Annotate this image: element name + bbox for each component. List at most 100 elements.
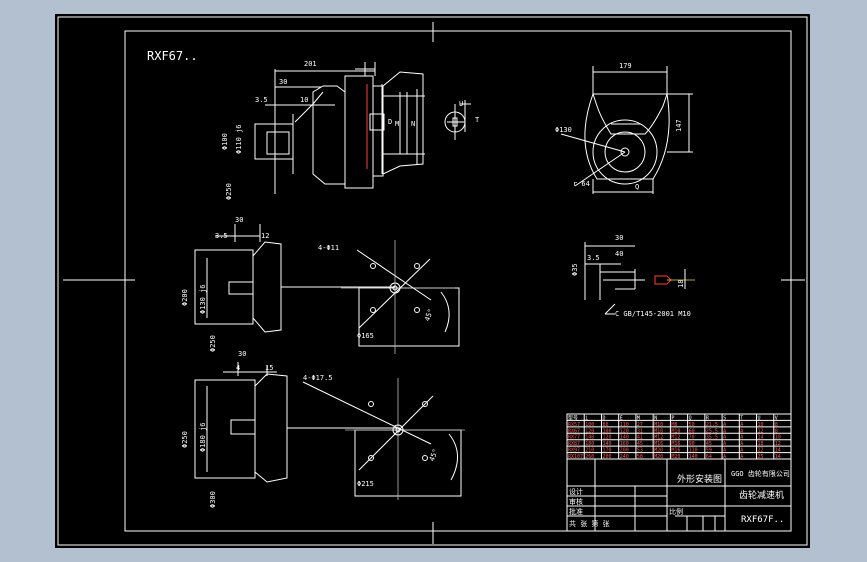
param-table-cell: 25.5 xyxy=(706,428,718,434)
dim-r64: r 64 xyxy=(573,180,590,188)
param-table-cell: M8 xyxy=(671,422,677,428)
param-table-cell: 140 xyxy=(602,441,611,447)
param-table-cell: 180 xyxy=(585,441,594,447)
company-name: GGO 齿轮有限公司 xyxy=(731,469,790,478)
param-table-cell: 100 xyxy=(585,422,594,428)
param-table-header-cell: i xyxy=(585,415,588,421)
flange-b-section: 30 4 15 Φ250 Φ180 j6 Φ300 xyxy=(181,350,400,508)
dim-201: 201 xyxy=(304,60,317,68)
param-table-cell: M10 xyxy=(671,428,680,434)
product-name: 齿轮减速机 xyxy=(739,489,784,501)
param-table-cell: 140 xyxy=(689,454,698,460)
param-table-header-cell: M xyxy=(637,415,640,421)
param-table-cell: 8 xyxy=(775,422,778,428)
param-table-cell: 22 xyxy=(758,448,764,454)
dim-m: M xyxy=(395,120,399,128)
param-table-cell: M16 xyxy=(671,441,680,447)
param-table-cell: 170 xyxy=(602,448,611,454)
param-table-cell: 12 xyxy=(775,441,781,447)
param-table-cell: 14 xyxy=(775,454,781,460)
param-table-cell: A xyxy=(740,422,743,428)
param-table-cell: M10 xyxy=(654,428,663,434)
flange-a-dim-3-5: 3.5 xyxy=(215,232,228,240)
param-table-cell: 260 xyxy=(585,454,594,460)
param-table-cell: 10 xyxy=(775,435,781,441)
param-table-cell: RX67 xyxy=(568,428,580,434)
dim-179: 179 xyxy=(619,62,632,70)
dim-t: T xyxy=(475,116,480,124)
param-table-cell: M10 xyxy=(654,422,663,428)
dim-d110: Φ110 j6 xyxy=(235,124,243,154)
shaft-dim-40: 40 xyxy=(615,250,623,258)
flange-b-dim-d250: Φ250 xyxy=(181,431,189,448)
inner-frame xyxy=(124,30,792,532)
dim-d100: Φ100 xyxy=(221,133,229,150)
checker-label: 审核 xyxy=(569,497,583,506)
shaft-detail: 30 40 3.5 Φ35 18 C GB/T145-2001 M10 xyxy=(571,234,695,318)
dim-d250: Φ250 xyxy=(225,183,233,200)
param-table-cell: A xyxy=(723,422,726,428)
param-table-cell: A xyxy=(740,435,743,441)
param-table-header-cell: N xyxy=(654,415,657,421)
param-table-cell: 14 xyxy=(775,448,781,454)
dim-30: 30 xyxy=(279,78,287,86)
param-table-cell: M12 xyxy=(654,435,663,441)
cad-drawing: RXF67.. 201 30 3.5 10 xyxy=(57,16,808,546)
param-table-cell: RX107 xyxy=(568,454,583,460)
flange-a-hole-label: 4-Φ11 xyxy=(318,244,339,252)
top-view: 201 30 3.5 10 Φ100 Φ110 j6 Φ250 U T D M … xyxy=(221,60,480,200)
param-table-header-cell: V xyxy=(775,415,778,421)
drawing-number: RXF67F.. xyxy=(741,515,784,525)
param-table-cell: A xyxy=(723,441,726,447)
param-table-cell: 200 xyxy=(602,454,611,460)
param-table-cell: 50 xyxy=(689,422,695,428)
param-table-cell: 64 xyxy=(706,454,712,460)
param-table-cell: 100 xyxy=(602,428,611,434)
param-table-cell: 110 xyxy=(689,448,698,454)
param-table-cell: 8 xyxy=(775,428,778,434)
param-table-cell: 140 xyxy=(585,435,594,441)
flange-b-angle: 45° xyxy=(428,448,440,463)
flange-b-dim-d180: Φ180 j6 xyxy=(199,422,207,452)
param-table-cell: 120 xyxy=(602,435,611,441)
flange-b-dim-d300: Φ300 xyxy=(209,491,217,508)
sheet-label: 共 张 第 张 xyxy=(569,519,610,528)
dim-n: N xyxy=(411,120,415,128)
param-table-cell: 120 xyxy=(585,428,594,434)
flange-b-dim-4: 4 xyxy=(236,364,240,372)
param-table-cell: A xyxy=(740,454,743,460)
flange-a-dim-d250: Φ250 xyxy=(209,335,217,352)
shaft-note: C GB/T145-2001 M10 xyxy=(615,310,691,318)
param-table-cell: M16 xyxy=(654,441,663,447)
param-table-cell: M20 xyxy=(654,454,663,460)
param-table-cell: 59 xyxy=(706,448,712,454)
flange-a-section: 30 3.5 12 Φ200 Φ130 j6 Φ250 xyxy=(181,216,395,352)
drawing-title: 外形安装图 xyxy=(677,473,722,485)
param-table-cell: A xyxy=(723,454,726,460)
side-view: 179 147 Φ130 r 64 Q xyxy=(555,62,693,194)
param-table-cell: M20 xyxy=(654,448,663,454)
param-table-cell: 18 xyxy=(758,441,764,447)
shaft-dim-d35: Φ35 xyxy=(571,263,579,276)
flange-a-front: 4-Φ11 Φ165 45° xyxy=(318,240,460,354)
param-table-header-cell: P xyxy=(671,415,674,421)
param-table-header-cell: S xyxy=(723,415,726,421)
param-table-cell: 58 xyxy=(637,454,643,460)
approver-label: 批准 xyxy=(569,507,583,516)
param-table-cell: A xyxy=(740,448,743,454)
param-table-cell: M16 xyxy=(671,448,680,454)
shaft-dim-30: 30 xyxy=(615,234,623,242)
param-table-cell: 60 xyxy=(689,428,695,434)
param-table-header-cell: 型号 xyxy=(568,414,578,421)
param-table-cell: A xyxy=(723,428,726,434)
param-table-cell: RX97 xyxy=(568,448,580,454)
param-table-cell: 80 xyxy=(602,422,608,428)
param-table-cell: 53 xyxy=(637,448,643,454)
param-table-header-cell: U xyxy=(758,415,761,421)
outer-frame xyxy=(57,16,808,546)
param-table-header-cell: D xyxy=(602,415,605,421)
dim-u: U xyxy=(459,100,463,108)
cad-drawing-canvas[interactable]: RXF67.. 201 30 3.5 10 xyxy=(55,14,810,548)
param-table-cell: A xyxy=(723,435,726,441)
